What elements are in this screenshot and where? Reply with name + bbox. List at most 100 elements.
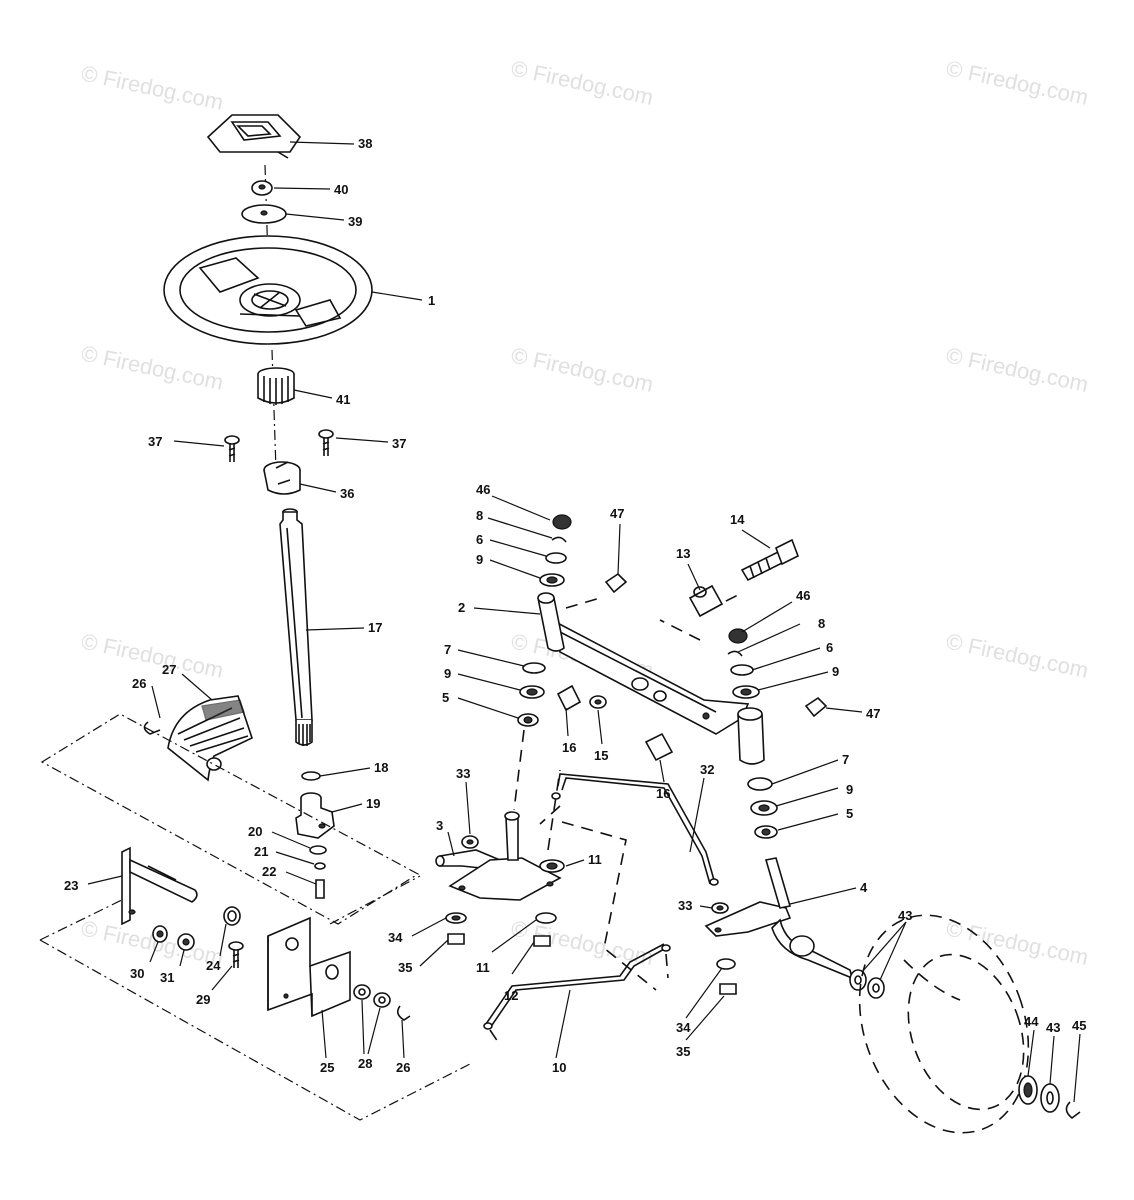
watermark: © Firedog.com <box>509 55 656 110</box>
callout-44: 44 <box>1024 1014 1039 1029</box>
callout-6: 6 <box>476 532 483 547</box>
bolt <box>224 435 240 462</box>
callout-7: 7 <box>842 752 849 767</box>
callout-2: 2 <box>458 600 465 615</box>
callout-9: 9 <box>444 666 451 681</box>
callout-35: 35 <box>398 960 412 975</box>
snap-ring <box>727 650 743 657</box>
dust-cap <box>728 628 748 644</box>
axle-washer <box>747 777 773 791</box>
dust-cap <box>552 514 572 530</box>
watermark: © Firedog.com <box>79 340 226 395</box>
callout-16: 16 <box>656 786 670 801</box>
callout-26: 26 <box>132 676 146 691</box>
callout-29: 29 <box>196 992 210 1007</box>
sector-gear <box>167 695 253 782</box>
shaft-washer <box>301 771 321 781</box>
thrust-washer <box>545 552 567 564</box>
callout-18: 18 <box>374 760 388 775</box>
callout-21: 21 <box>254 844 268 859</box>
spacer <box>556 684 582 712</box>
callout-38: 38 <box>358 136 372 151</box>
callout-27: 27 <box>162 662 176 677</box>
callout-35: 35 <box>676 1044 690 1059</box>
callout-37: 37 <box>148 434 162 449</box>
callout-30: 30 <box>130 966 144 981</box>
callout-25: 25 <box>320 1060 334 1075</box>
wheel-clip <box>1065 1101 1081 1120</box>
watermark: © Firedog.com <box>944 915 1091 970</box>
watermark: © Firedog.com <box>944 55 1091 110</box>
callout-39: 39 <box>348 214 362 229</box>
callout-6: 6 <box>826 640 833 655</box>
watermark: © Firedog.com <box>79 628 226 683</box>
retainer-clip <box>396 1005 411 1021</box>
steering-hub <box>263 461 301 495</box>
gear-washer <box>309 845 327 855</box>
callout-40: 40 <box>334 182 348 197</box>
drag-link <box>551 773 719 886</box>
callout-7: 7 <box>444 642 451 657</box>
callout-9: 9 <box>832 664 839 679</box>
callout-11: 11 <box>476 960 490 975</box>
callout-34: 34 <box>676 1020 691 1035</box>
callout-37: 37 <box>392 436 406 451</box>
callout-1: 1 <box>428 293 435 308</box>
callout-47: 47 <box>610 506 624 521</box>
callout-12: 12 <box>504 988 518 1003</box>
pivot-bolt <box>740 538 800 582</box>
front-tire <box>858 914 1030 1134</box>
watermark: © Firedog.com <box>509 342 656 397</box>
wheel-washer <box>1040 1083 1060 1113</box>
gear-bolt <box>315 879 325 899</box>
spindle-bushing <box>719 983 737 995</box>
callout-45: 45 <box>1072 1018 1086 1033</box>
callout-43: 43 <box>1046 1020 1060 1035</box>
callout-23: 23 <box>64 878 78 893</box>
gear-shaft-bracket <box>121 846 198 926</box>
callout-32: 32 <box>700 762 714 777</box>
spacer-washer <box>353 984 371 1000</box>
callout-14: 14 <box>730 512 745 527</box>
gear-lockwasher <box>314 862 326 870</box>
callout-10: 10 <box>552 1060 566 1075</box>
callout-8: 8 <box>818 616 825 631</box>
pivot-spacer <box>688 584 724 618</box>
retainer-clip <box>143 721 161 735</box>
shaft-bushing <box>223 906 241 926</box>
callout-28: 28 <box>358 1056 372 1071</box>
axle-washer <box>522 662 546 674</box>
front-axle <box>537 592 765 765</box>
callout-41: 41 <box>336 392 350 407</box>
callout-34: 34 <box>388 930 403 945</box>
watermark: © Firedog.com <box>944 342 1091 397</box>
left-spindle <box>435 811 562 901</box>
bracket-bolt <box>228 941 244 968</box>
spindle-bushing <box>447 933 465 945</box>
callouts: 1 2 3 4 5 5 6 6 7 7 8 8 9 9 9 9 10 11 11… <box>64 136 1086 1075</box>
callout-9: 9 <box>476 552 483 567</box>
grease-fitting <box>604 572 628 594</box>
wheel-washer <box>849 969 867 991</box>
leader-lines <box>87 141 1081 1103</box>
callout-20: 20 <box>248 824 262 839</box>
pinion-block <box>295 792 335 839</box>
callout-22: 22 <box>262 864 276 879</box>
callout-15: 15 <box>594 748 608 763</box>
callout-9: 9 <box>846 782 853 797</box>
callout-4: 4 <box>860 880 868 895</box>
grease-fitting <box>804 696 828 718</box>
spindle-washer <box>716 958 736 970</box>
callout-43: 43 <box>898 908 912 923</box>
steering-cap <box>206 114 302 159</box>
spacer-washer <box>373 992 391 1008</box>
callout-26: 26 <box>396 1060 410 1075</box>
thrust-washer <box>730 664 754 676</box>
spindle-bushing <box>533 935 551 947</box>
watermark: © Firedog.com <box>79 60 226 115</box>
watermarks: © Firedog.com © Firedog.com © Firedog.co… <box>79 55 1091 970</box>
wheel-washer <box>867 977 885 999</box>
callout-46: 46 <box>476 482 490 497</box>
callout-33: 33 <box>456 766 470 781</box>
